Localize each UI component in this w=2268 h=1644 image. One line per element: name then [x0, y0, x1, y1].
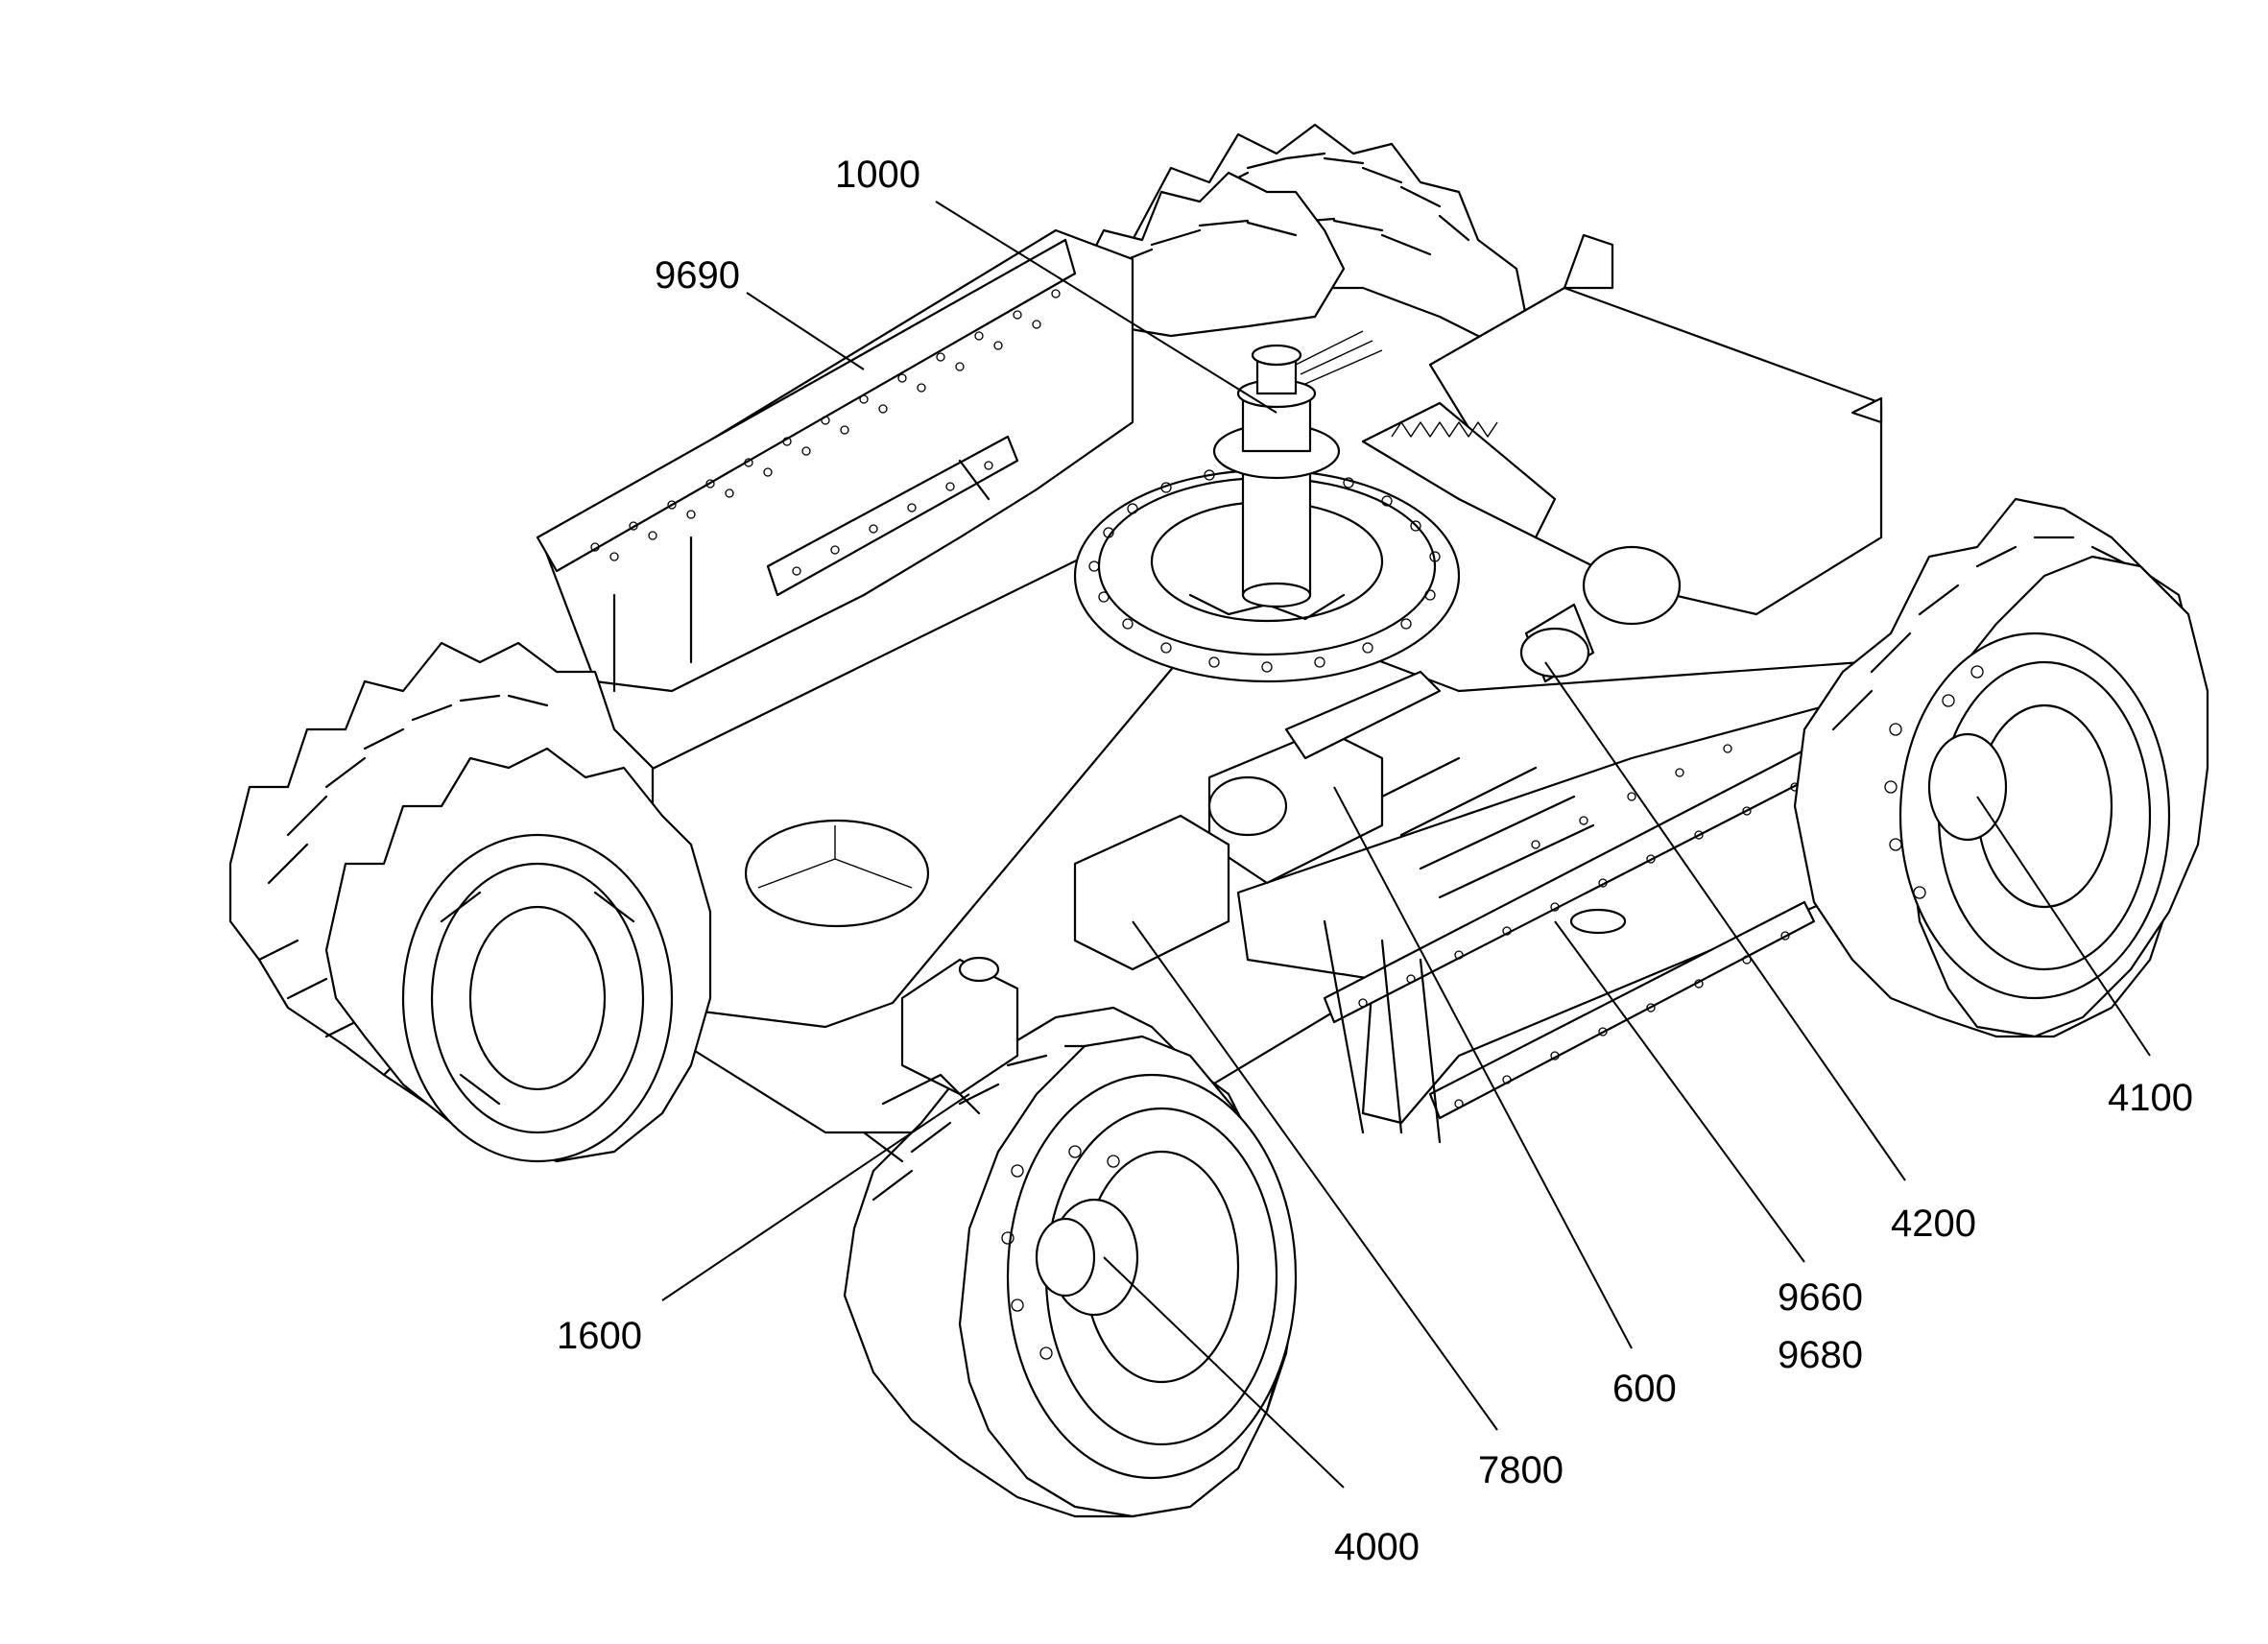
callout-1000: 1000	[835, 154, 920, 196]
callout-4000: 4000	[1334, 1526, 1420, 1568]
leader-7800	[1132, 920, 1498, 1431]
callout-9680: 9680	[1778, 1334, 1863, 1376]
cardan-shaft	[1361, 401, 1682, 683]
callout-4100: 4100	[2108, 1077, 2193, 1119]
leader-9690	[746, 292, 865, 370]
leader-4000	[1103, 1256, 1345, 1489]
callout-9660: 9660	[1778, 1276, 1863, 1319]
hydraulic-block	[1073, 670, 1442, 971]
callout-600: 600	[1612, 1368, 1677, 1410]
leader-4200	[1544, 661, 1906, 1181]
front-axle	[862, 956, 1019, 1163]
callout-9690: 9690	[655, 254, 740, 297]
leader-4100	[1976, 796, 2151, 1057]
leader-1600	[661, 1093, 970, 1301]
callout-4200: 4200	[1891, 1203, 1976, 1245]
perforated-steps	[590, 289, 1848, 1108]
callout-1600: 1600	[557, 1315, 642, 1357]
chassis-frame	[536, 228, 1907, 1144]
wheel-front-left	[228, 641, 712, 1163]
leader-lines	[661, 201, 2151, 1489]
leader-600	[1333, 786, 1633, 1349]
wheel-rear-right	[1793, 497, 2209, 1038]
callout-7800: 7800	[1478, 1449, 1564, 1491]
leader-1000	[935, 201, 1277, 414]
leader-9660	[1554, 920, 1805, 1263]
callout-labels: 1000 9690 4100 4200 9660 9680 600 7800 4…	[557, 154, 2193, 1568]
wheel-rear-left	[1073, 123, 1528, 347]
